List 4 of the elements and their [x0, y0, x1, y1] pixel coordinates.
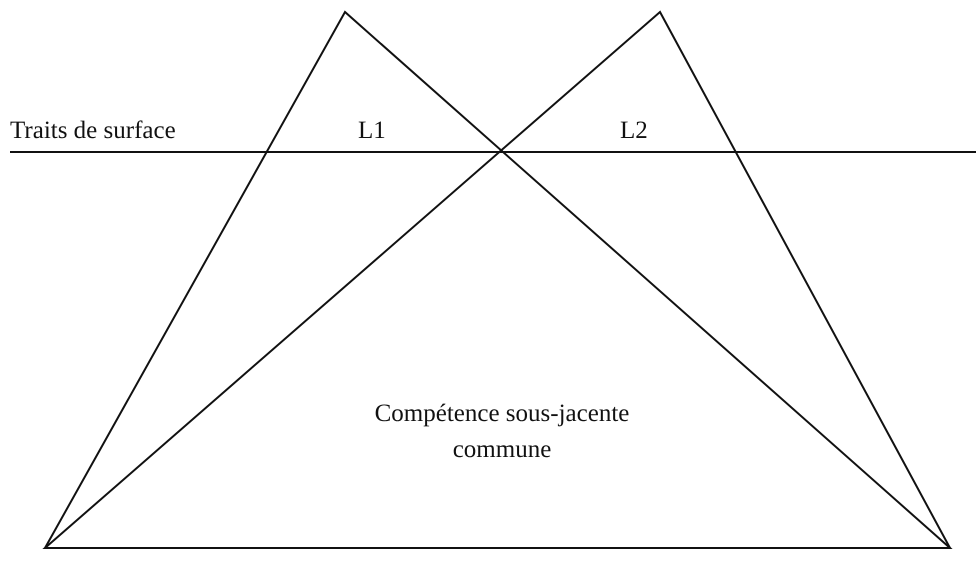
- language-label: L2: [620, 118, 648, 143]
- language-label: L1: [358, 118, 386, 143]
- surface-label: Traits de surface: [10, 118, 176, 143]
- common-competence-label: Compétence sous-jacente commune: [374, 399, 630, 466]
